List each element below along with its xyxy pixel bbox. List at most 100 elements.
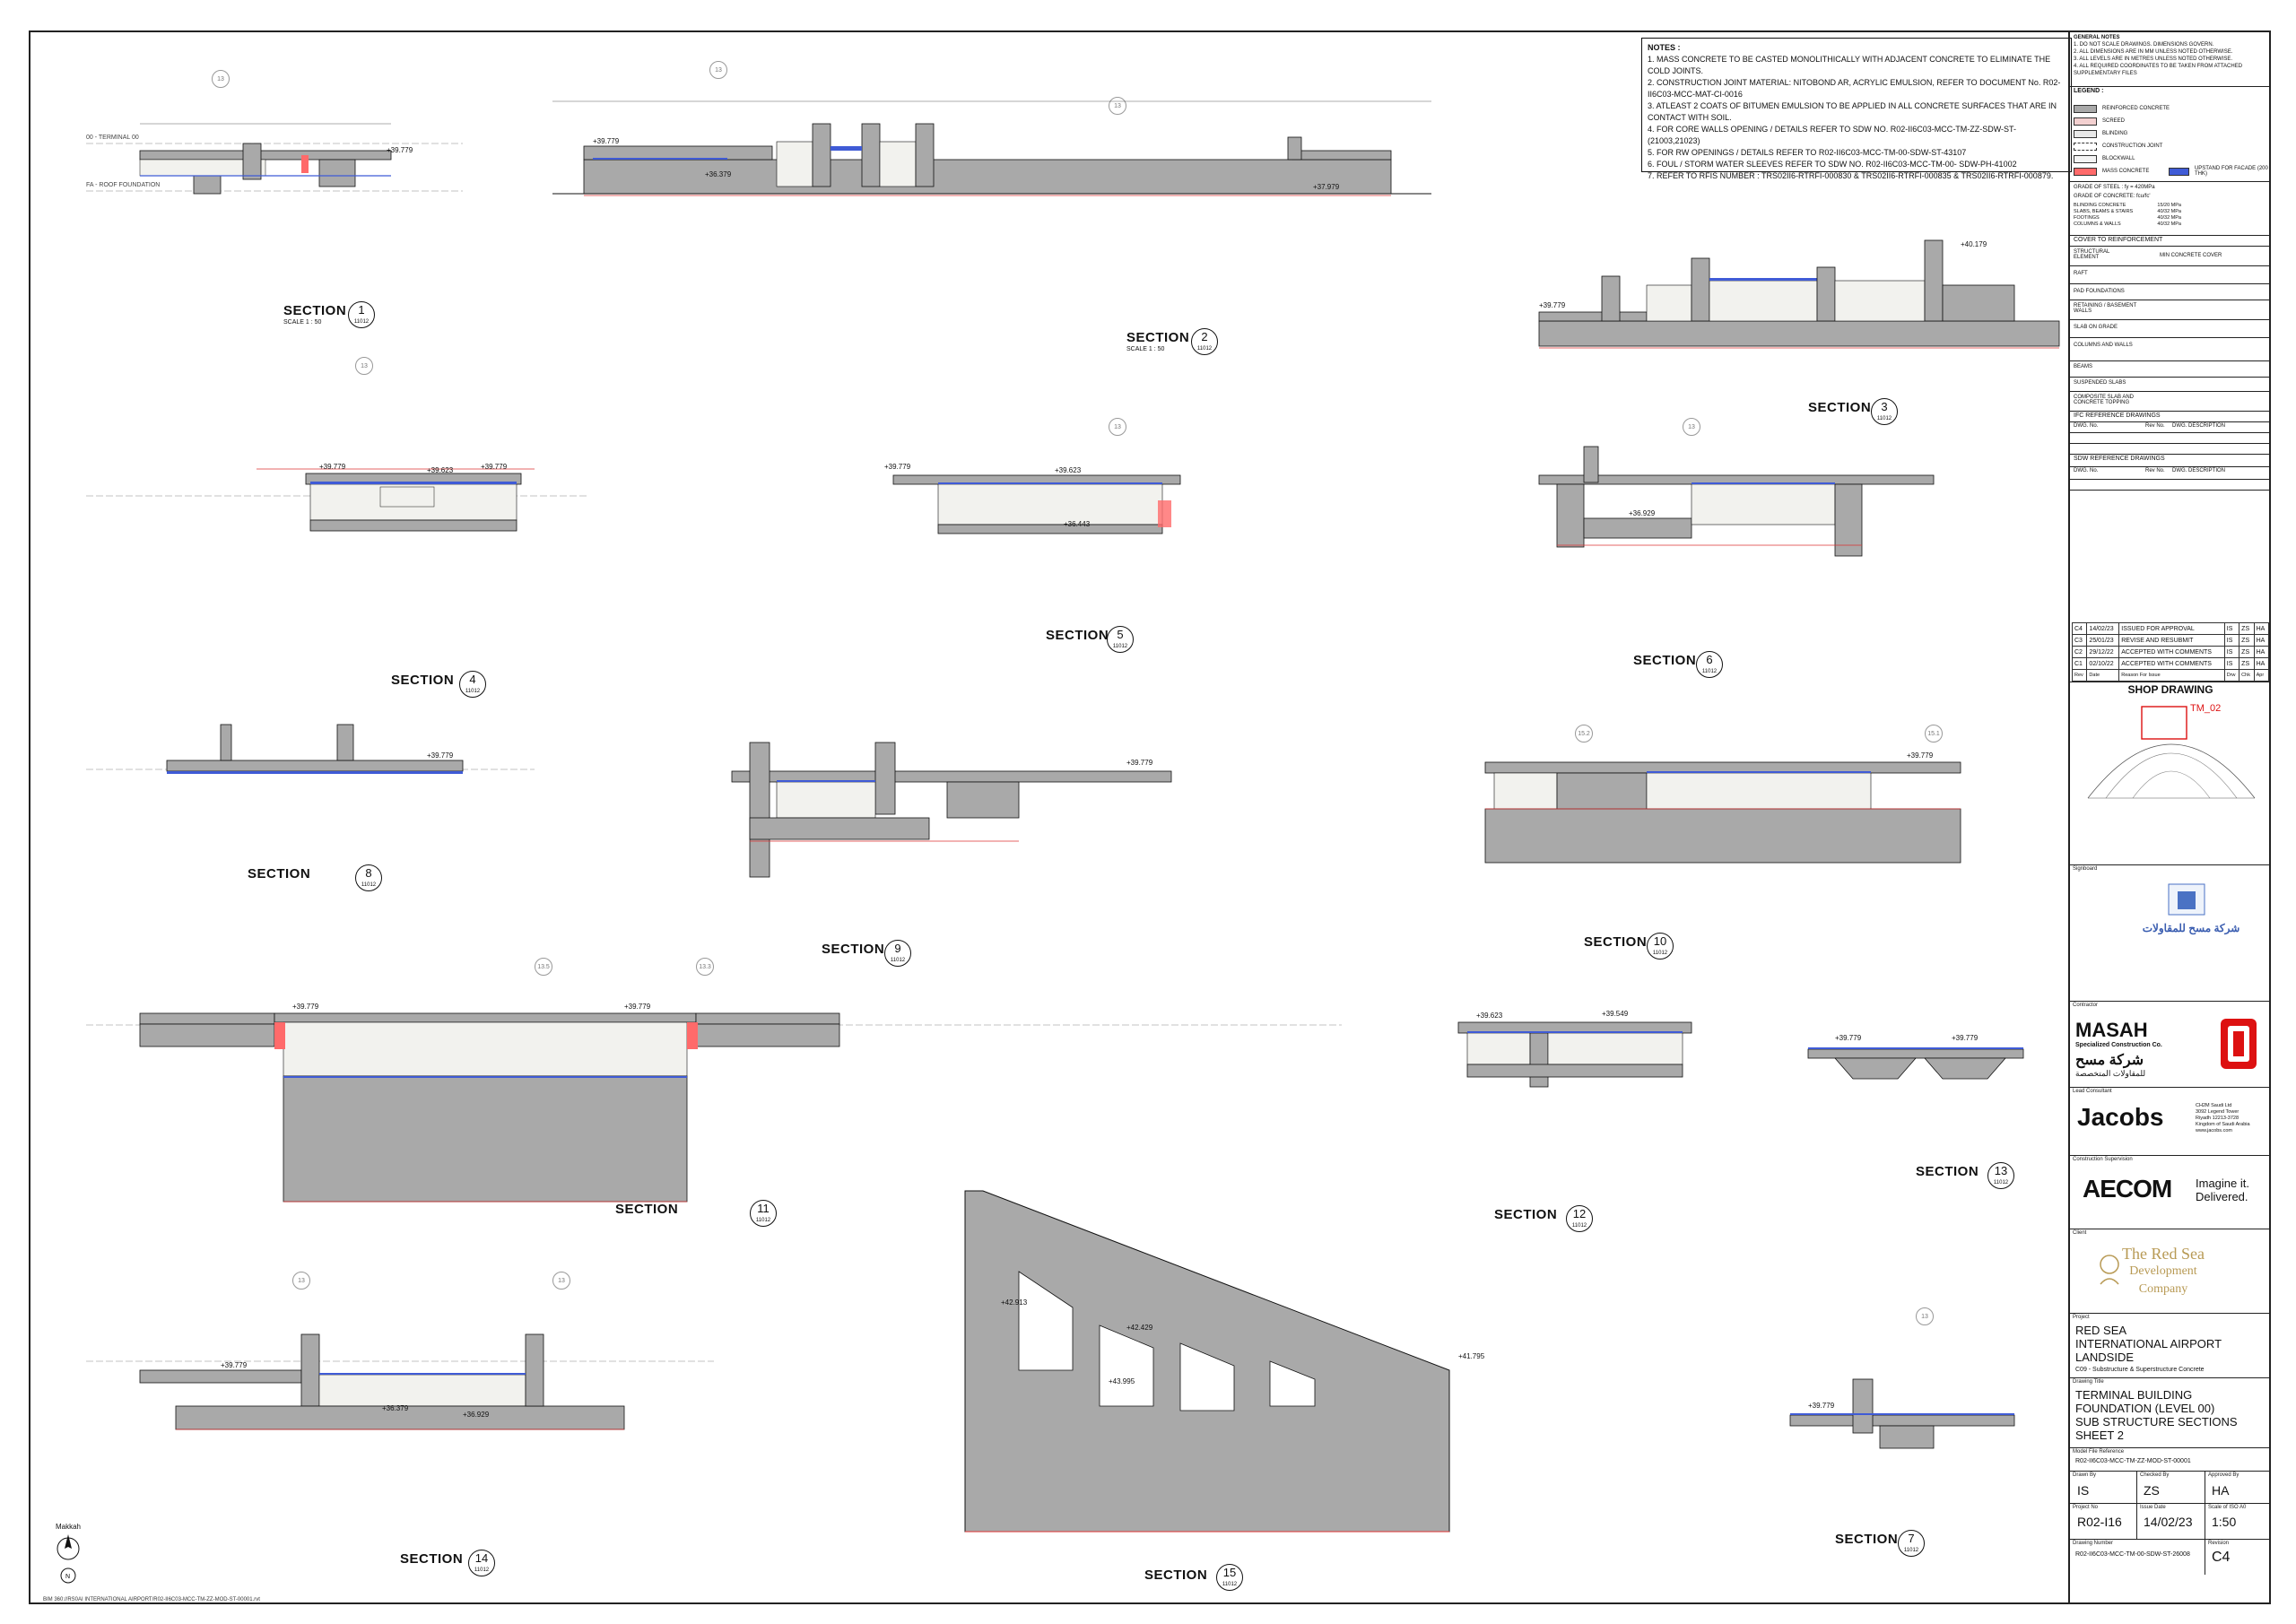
legend-swatch (2074, 129, 2097, 138)
level-label: 00 - TERMINAL 00 (86, 135, 139, 141)
grid-bubble: 13.3 (696, 958, 714, 976)
elevation-label: +39.779 (1808, 1402, 1835, 1410)
section-title: SECTION (1835, 1532, 1899, 1547)
legend-swatch (2169, 167, 2189, 176)
section-scale: SCALE 1 : 50 (283, 319, 322, 326)
project-no: R02-I16 (2077, 1515, 2122, 1529)
legend-swatch (2074, 142, 2097, 151)
project-name: RED SEA INTERNATIONAL AIRPORT LANDSIDE (2075, 1324, 2222, 1364)
legend-item: REINFORCED CONCRETE (2074, 104, 2170, 113)
elevation-label: +36.379 (382, 1404, 409, 1412)
elevation-label: +39.779 (593, 137, 620, 145)
stamp-text: شركة مسح للمقاولات (2142, 922, 2240, 934)
contractor-caption: Contractor (2073, 1003, 2099, 1008)
model-ref: R02-II6C03-MCC-TM-ZZ-MOD-ST-00001 (2075, 1458, 2191, 1464)
cover-row: RETAINING / BASEMENT WALLS (2074, 303, 2137, 314)
elevation-label: +39.779 (221, 1361, 248, 1369)
grid-bubble: 13 (552, 1272, 570, 1290)
elevation-label: +36.379 (705, 170, 732, 178)
stamp-logo (2168, 883, 2205, 916)
elevation-label: +43.995 (1109, 1377, 1135, 1385)
elevation-label: +39.623 (427, 466, 454, 474)
elevation-label: +39.779 (1539, 301, 1566, 309)
aecom-tagline: Imagine it. Delivered. (2196, 1177, 2249, 1203)
section-title: SECTION (283, 303, 347, 318)
elevation-label: +39.779 (292, 1003, 319, 1011)
general-note: 1. DO NOT SCALE DRAWINGS. DIMENSIONS GOV… (2074, 42, 2214, 48)
revision-value: C4 (2212, 1550, 2231, 1565)
lead-consultant-caption: Lead Consultant (2073, 1089, 2112, 1094)
elevation-label: +39.549 (1602, 1010, 1629, 1018)
masah-sub: Specialized Construction Co. (2075, 1042, 2162, 1048)
section-14: 13 13 +39.779 +36.379 +36.929 SECTION 14… (86, 1272, 714, 1576)
grid-bubble: 15.1 (1925, 725, 1943, 743)
elevation-label: +42.913 (1001, 1298, 1028, 1307)
section-title: SECTION (391, 673, 455, 688)
section-title: SECTION (1126, 330, 1190, 345)
drawn-by-caption: Drawn By (2073, 1472, 2097, 1478)
legend-item: UPSTAND FOR FACADE (200 THK) (2169, 166, 2271, 177)
elevation-label: +39.779 (1907, 751, 1934, 760)
client-logo: The Red Sea Development Company (2092, 1241, 2253, 1313)
key-plan-drawing (2087, 706, 2256, 799)
grid-bubble: 15.2 (1575, 725, 1593, 743)
sdw-header: DWG. No.Rev No.DWG. DESCRIPTION (2074, 468, 2226, 473)
section-1: 13 +39.779 00 - TERMINAL 00 FA - ROOF FO… (86, 70, 463, 339)
section-13-drawing (1807, 1047, 2024, 1080)
drawn-by: IS (2077, 1483, 2090, 1498)
footer-file-path: BIM 360://RS0AI INTERNATIONAL AIRPORT/R0… (43, 1597, 260, 1602)
ifc-title: IFC REFERENCE DRAWINGS (2074, 413, 2161, 419)
client-caption: Client (2073, 1230, 2087, 1236)
key-plan-tag: TM_02 (2190, 703, 2222, 714)
elevation-label: +39.779 (481, 463, 508, 471)
masah-arabic-sub: للمقاولات المتخصصة (2075, 1069, 2146, 1078)
section-title: SECTION (248, 866, 311, 881)
section-2: 13 13 +39.779 +36.379 +37.979 SECTION SC… (552, 61, 1431, 366)
notes-title: NOTES : (1648, 43, 1681, 52)
section-11-drawing (86, 1012, 1342, 1203)
section-8-drawing (86, 724, 535, 774)
north-arrow-icon: N (57, 1534, 80, 1584)
signboard-caption: Signboard (2073, 866, 2098, 872)
section-title: SECTION (615, 1202, 679, 1217)
jacobs-logo: Jacobs (2077, 1103, 2164, 1131)
section-10-drawing (1484, 761, 1961, 864)
level-label: FA - ROOF FOUNDATION (86, 182, 161, 188)
masah-logo: MASAH Specialized Construction Co. شركة … (2075, 1012, 2267, 1083)
scale-caption: Scale of ISO A0 (2208, 1505, 2247, 1510)
elevation-label: +40.179 (1961, 240, 1987, 248)
grid-bubble: 13 (212, 70, 230, 88)
cover-row: SUSPENDED SLABS (2074, 380, 2126, 386)
legend-swatch (2074, 104, 2097, 113)
cover-row: COMPOSITE SLAB AND CONCRETE TOPPING (2074, 395, 2135, 405)
notes-box: NOTES : 1. MASS CONCRETE TO BE CASTED MO… (1641, 38, 2072, 180)
drawing-number: R02-II6C03-MCC-TM-00-SDW-ST-26008 (2075, 1551, 2190, 1558)
concrete-grades: BLINDING CONCRETE 15/20 MPa SLABS, BEAMS… (2074, 203, 2181, 227)
note-line: 1. MASS CONCRETE TO BE CASTED MONOLITHIC… (1648, 55, 2051, 75)
grid-bubble: 13 (292, 1272, 310, 1290)
cover-row: RAFT (2074, 271, 2088, 276)
section-title: SECTION (1144, 1568, 1208, 1583)
grid-bubble: 13 (1109, 418, 1126, 436)
section-title: SECTION (822, 942, 885, 957)
section-title: SECTION (1808, 400, 1872, 415)
model-ref-caption: Model File Reference (2073, 1449, 2125, 1455)
scale-value: 1:50 (2212, 1515, 2237, 1529)
grade-steel: GRADE OF STEEL : fy = 420MPa (2074, 185, 2155, 190)
